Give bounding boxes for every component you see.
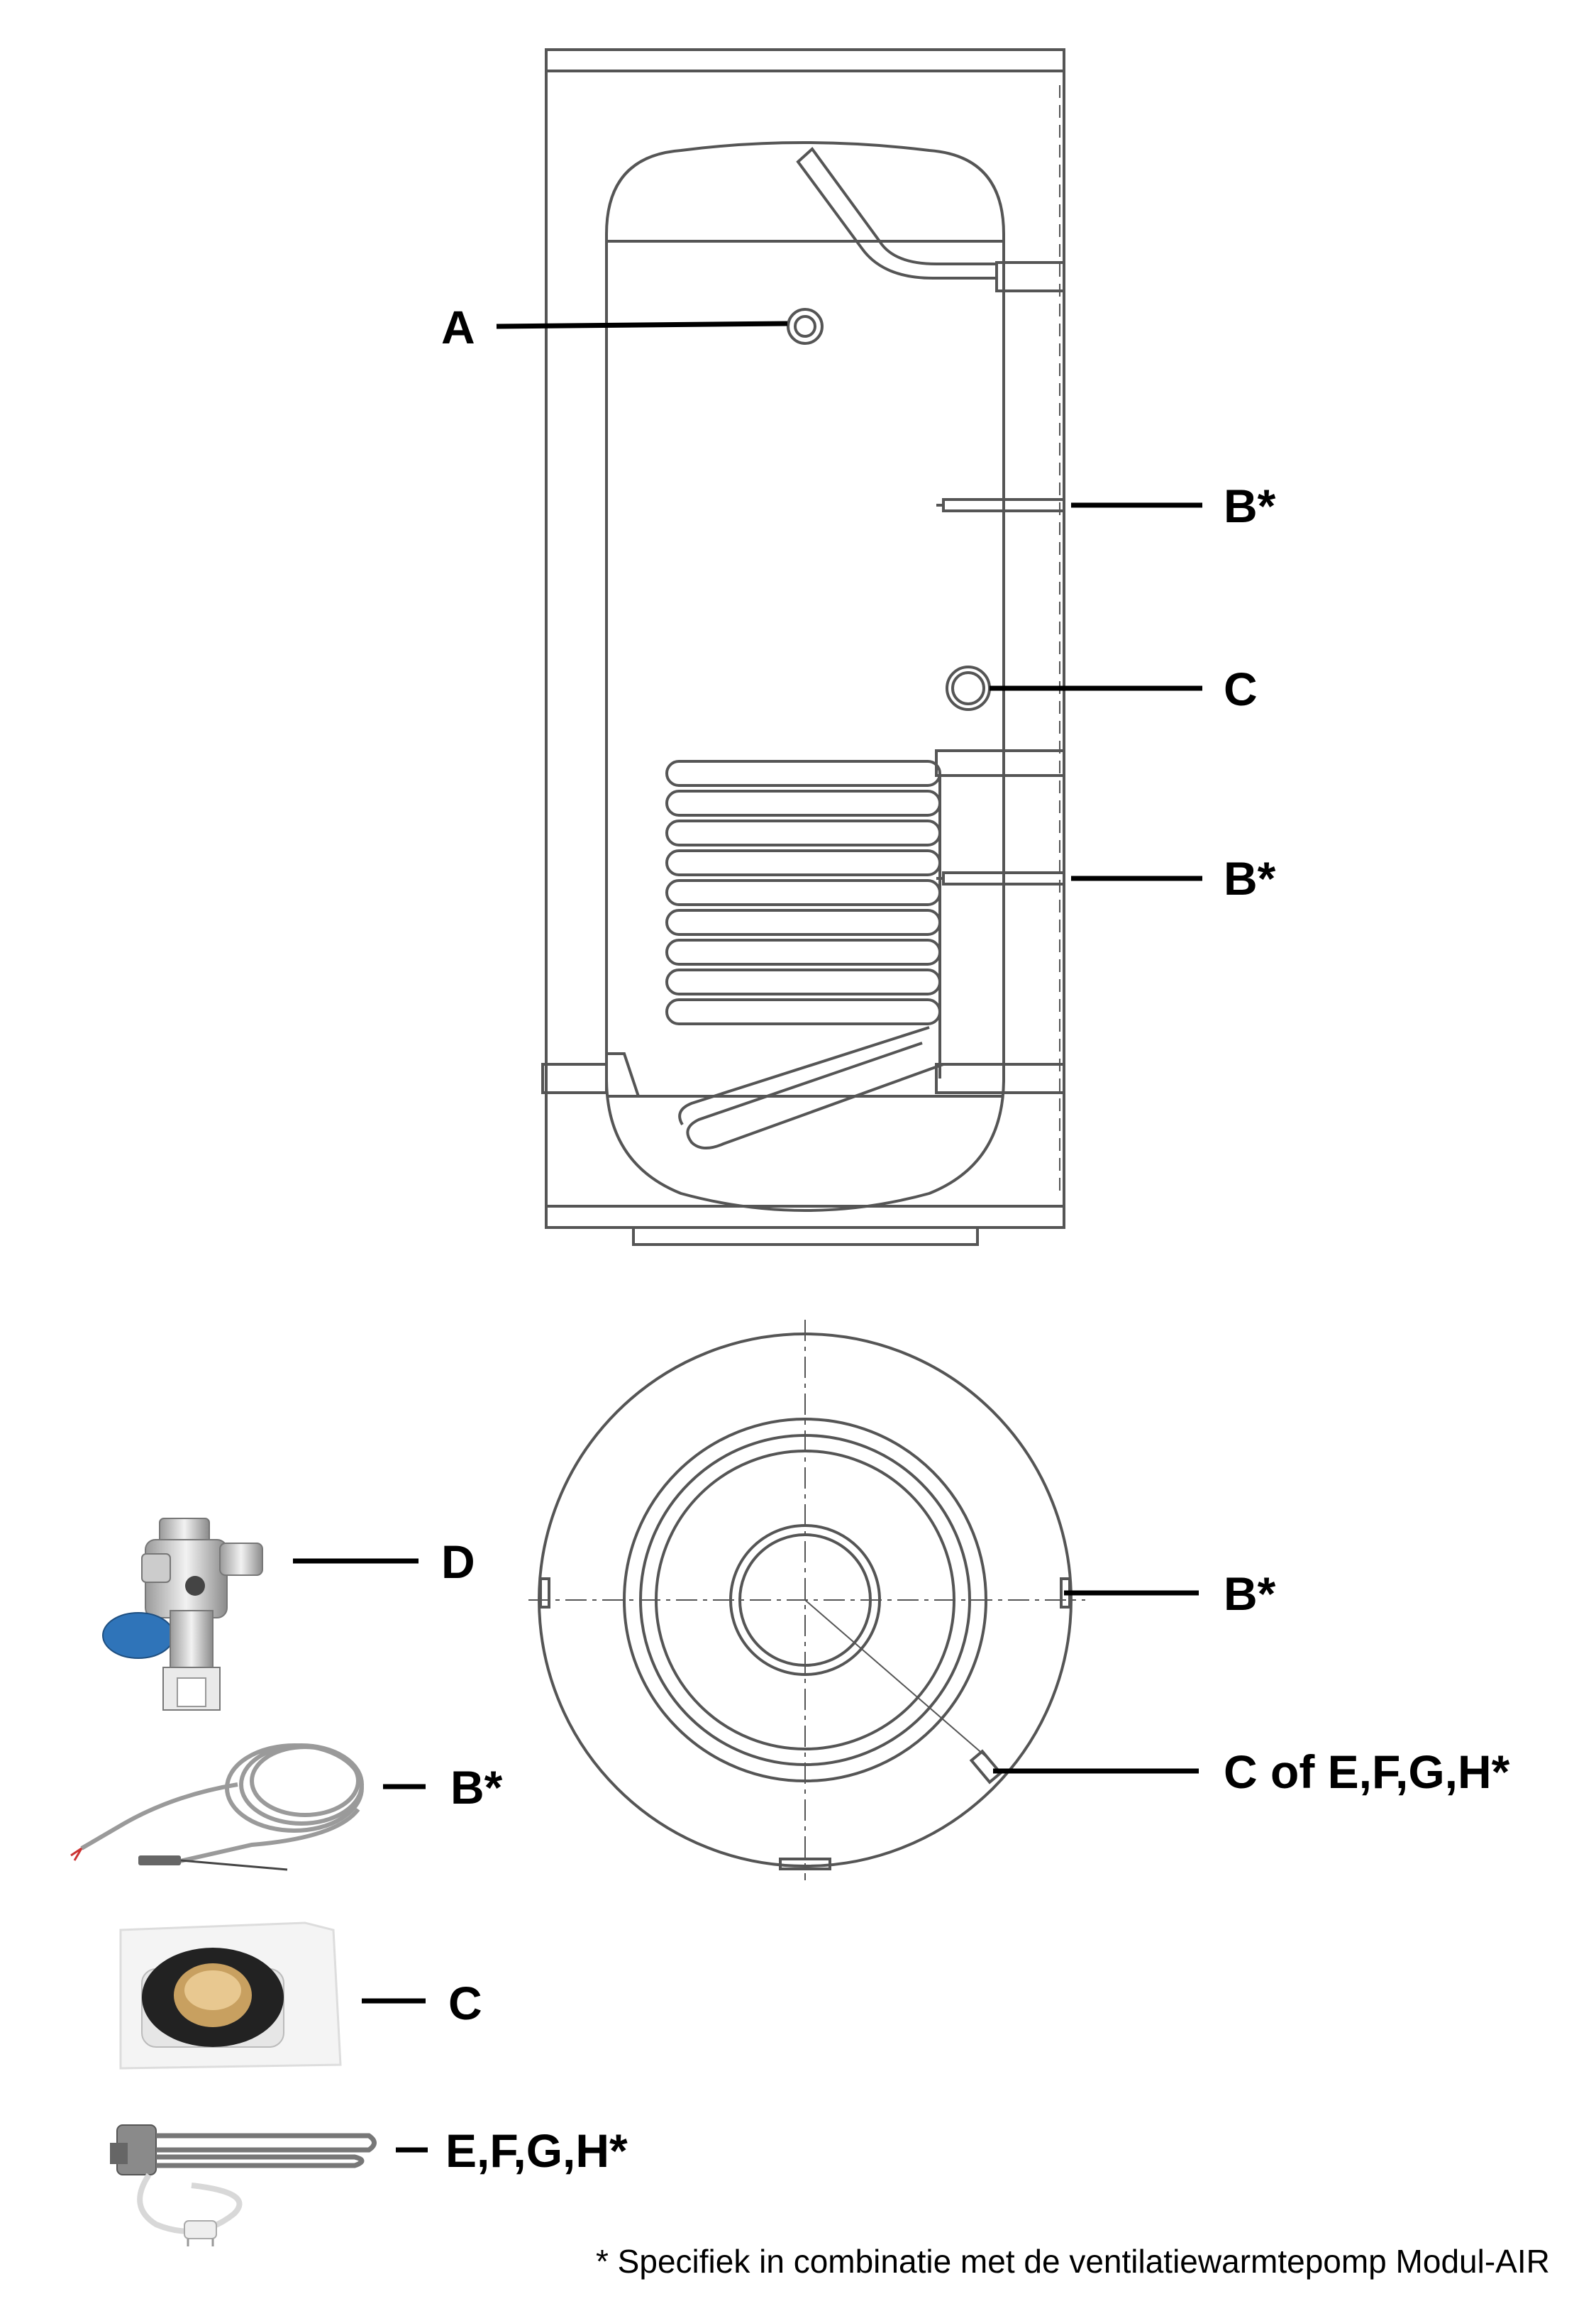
flange-cover-icon	[119, 1921, 342, 2070]
label-b-lower: B*	[1224, 852, 1276, 905]
label-b-accessory: B*	[450, 1761, 503, 1814]
safety-valve-icon	[102, 1518, 263, 1711]
label-c-side: C	[1224, 663, 1258, 715]
label-a: A	[441, 301, 475, 353]
label-b-upper: B*	[1224, 480, 1276, 532]
label-c-top-view: C of E,F,G,H*	[1224, 1745, 1510, 1798]
label-d: D	[441, 1535, 475, 1588]
label-c-accessory: C	[448, 1977, 482, 2029]
label-efgh-accessory: E,F,G,H*	[445, 2124, 628, 2177]
temperature-sensor-cable-icon	[70, 1743, 364, 1871]
label-b-top-view: B*	[1224, 1567, 1276, 1620]
footnote: * Specifiek in combinatie met de ventila…	[596, 2243, 1550, 2280]
electric-heating-element-icon	[110, 2124, 377, 2246]
